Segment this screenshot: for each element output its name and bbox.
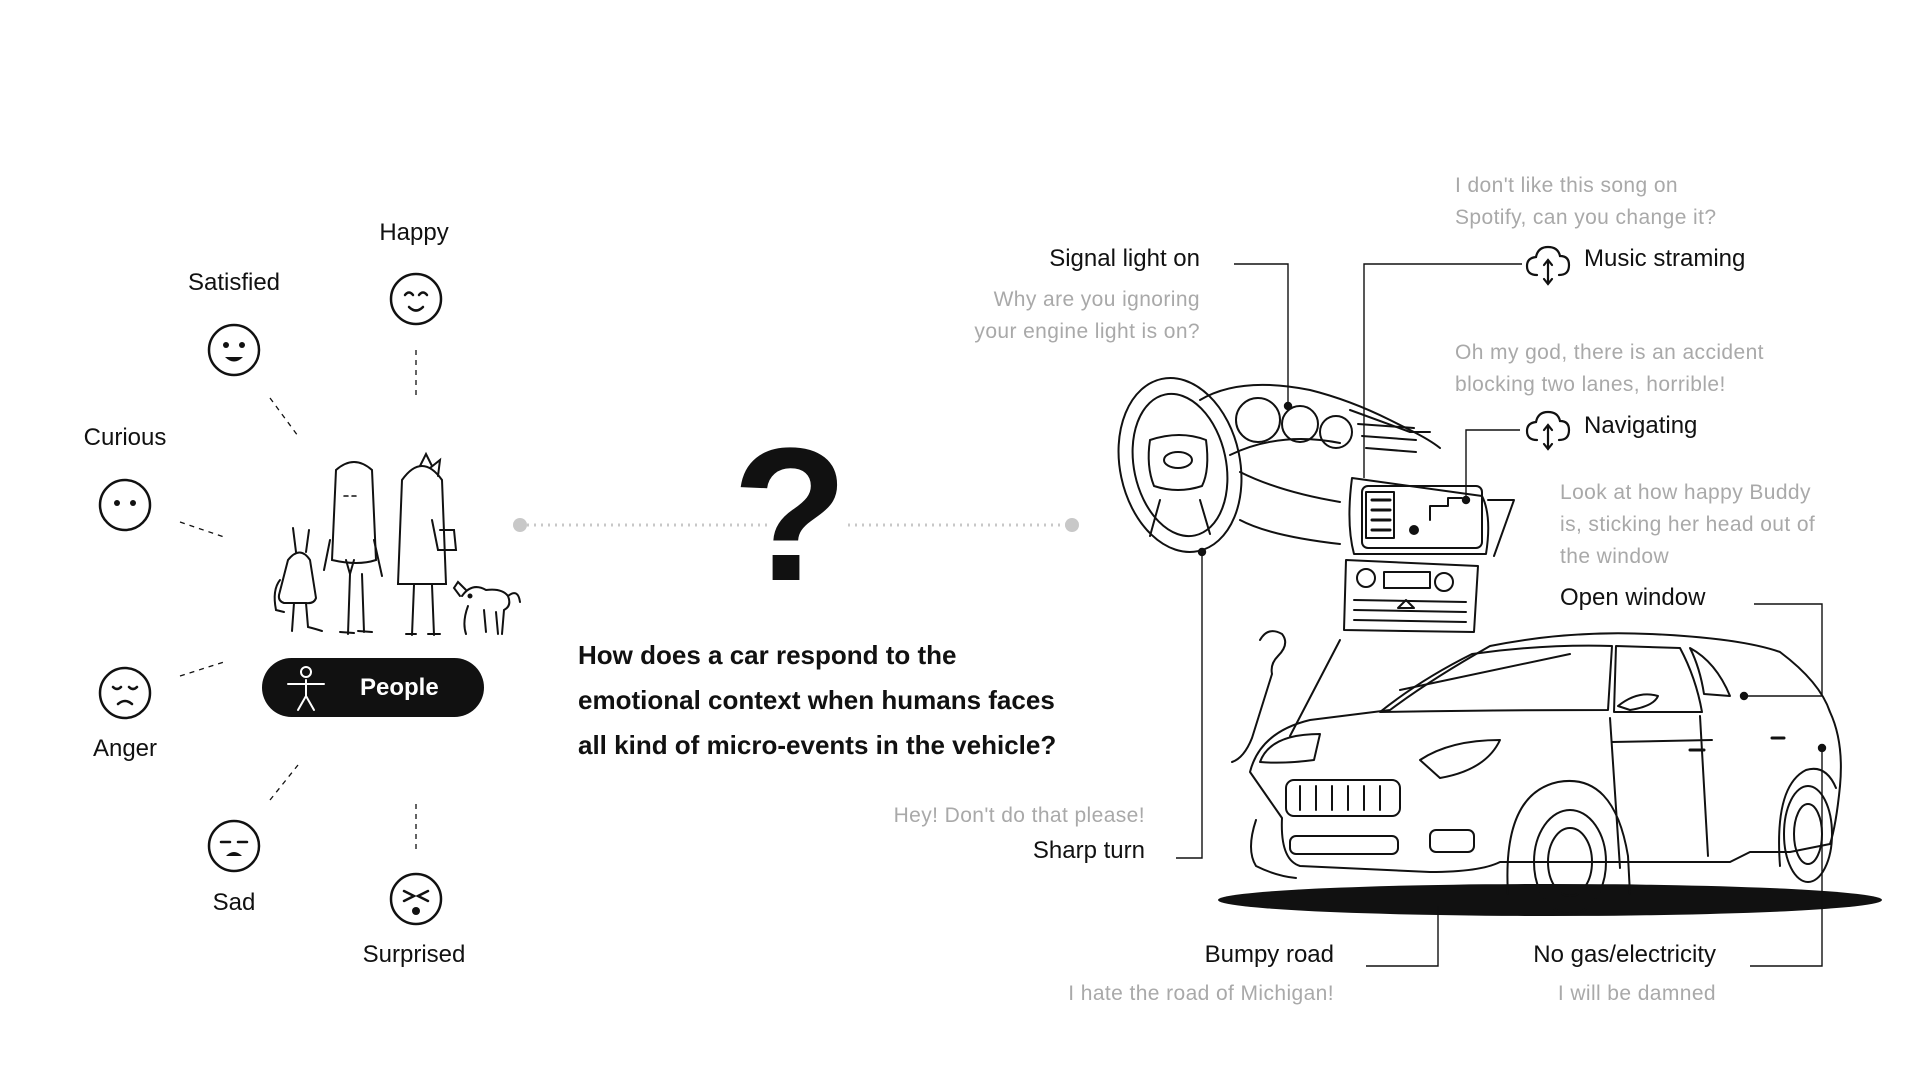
quote-line: Spotify, can you change it? — [1455, 206, 1717, 229]
car-illustration — [1218, 632, 1882, 916]
event-no-gas-quote: I will be damned — [1557, 982, 1716, 1005]
event-navigating-label: Navigating — [1584, 412, 1698, 439]
people-label: People — [360, 673, 439, 701]
anger-face-icon — [98, 666, 152, 720]
central-question: How does a car respond to the emotional … — [578, 633, 1098, 768]
emotion-label-anger: Anger — [92, 735, 158, 762]
event-open-window-label: Open window — [1560, 584, 1706, 611]
quote-line: I don't like this song on — [1455, 174, 1678, 197]
curious-face-icon — [98, 478, 152, 532]
quote-line: is, sticking her head out of — [1560, 513, 1816, 536]
event-signal-light-label: Signal light on — [1049, 245, 1200, 272]
family-illustration — [273, 451, 521, 636]
event-no-gas-label: No gas/electricity — [1533, 941, 1716, 968]
emotion-label-sad: Sad — [212, 889, 256, 916]
cloud-sync-icon — [1525, 245, 1571, 286]
quote-line: blocking two lanes, horrible! — [1455, 373, 1726, 396]
callout-leaders — [1176, 263, 1827, 967]
person-icon — [287, 665, 325, 711]
event-music-quote: I don't like this song on Spotify, can y… — [1455, 170, 1716, 234]
surprised-face-icon — [389, 872, 443, 926]
quote-line: the window — [1560, 545, 1670, 568]
event-bumpy-road-quote: I hate the road of Michigan! — [1068, 982, 1334, 1005]
quote-line: Oh my god, there is an accident — [1455, 341, 1764, 364]
people-badge: People — [262, 658, 484, 717]
emotion-connectors — [179, 350, 417, 852]
happy-face-icon — [389, 272, 443, 326]
emotion-label-curious: Curious — [83, 424, 167, 451]
emotion-label-satisfied: Satisfied — [187, 269, 281, 296]
cloud-sync-icon — [1525, 410, 1571, 451]
question-line-3: all kind of micro-events in the vehicle? — [578, 730, 1057, 760]
question-line-2: emotional context when humans faces — [578, 685, 1055, 715]
event-sharp-turn-quote: Hey! Don't do that please! — [893, 804, 1145, 827]
emotion-label-surprised: Surprised — [362, 941, 466, 968]
center-connector — [513, 518, 1079, 532]
event-navigating-quote: Oh my god, there is an accident blocking… — [1455, 337, 1764, 401]
sad-face-icon — [207, 819, 261, 873]
quote-line: your engine light is on? — [974, 320, 1200, 343]
event-bumpy-road-label: Bumpy road — [1204, 941, 1334, 968]
question-mark: ? — [731, 409, 849, 621]
quote-line: Look at how happy Buddy — [1560, 481, 1811, 504]
event-signal-light-quote: Why are you ignoring your engine light i… — [974, 284, 1200, 348]
dashboard-illustration — [1117, 377, 1515, 763]
event-open-window-quote: Look at how happy Buddy is, sticking her… — [1560, 477, 1815, 573]
event-music-label: Music straming — [1584, 245, 1746, 272]
emotion-label-happy: Happy — [379, 219, 449, 246]
quote-line: Why are you ignoring — [993, 288, 1200, 311]
question-line-1: How does a car respond to the — [578, 640, 957, 670]
satisfied-face-icon — [207, 323, 261, 377]
event-sharp-turn-label: Sharp turn — [1032, 837, 1145, 864]
